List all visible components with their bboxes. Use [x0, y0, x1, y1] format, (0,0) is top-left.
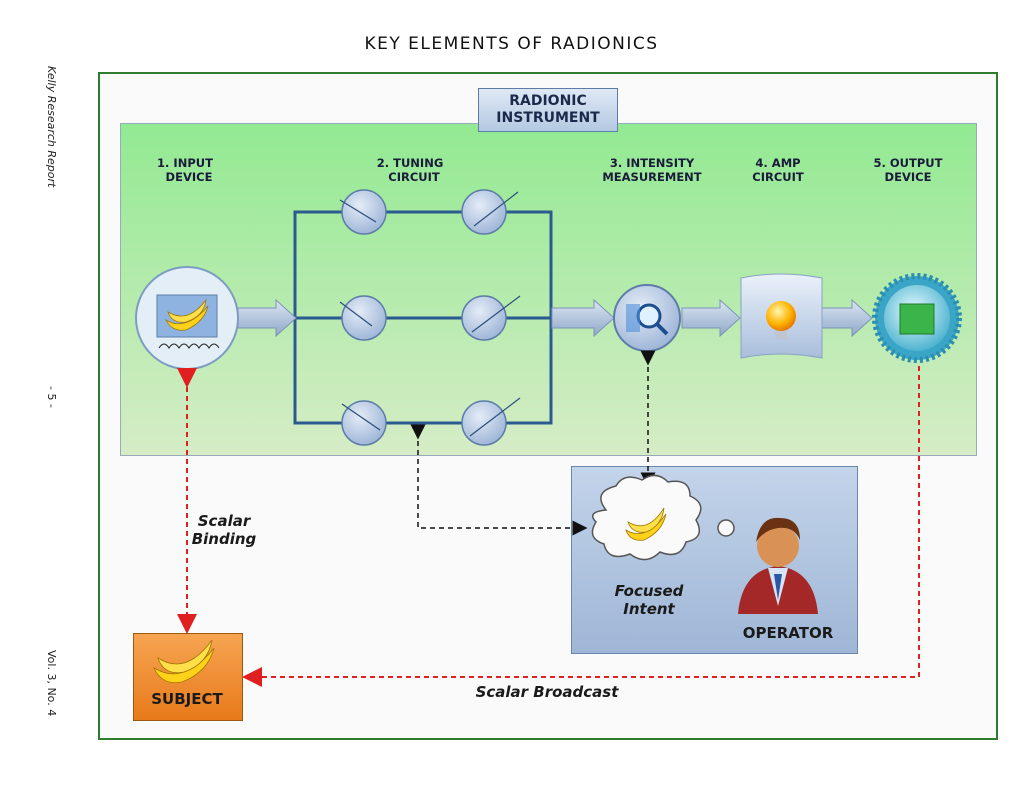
- tuning-dial: [339, 295, 387, 341]
- subject-label: SUBJECT: [151, 690, 223, 708]
- scalar-broadcast-label: Scalar Broadcast: [475, 683, 619, 701]
- step-output-device: 5. OUTPUT DEVICE: [873, 156, 943, 184]
- magnifier-icon: [613, 284, 681, 352]
- tuning-dials: [339, 189, 521, 446]
- flow-arrow: [681, 298, 741, 338]
- banana-icon: [165, 298, 209, 331]
- thought-cloud-icon: [591, 474, 735, 561]
- banana-icon: [625, 507, 667, 541]
- step-input-device: 1. INPUT DEVICE: [157, 156, 213, 184]
- operator-person-icon: [738, 517, 818, 614]
- tuning-circuit-wiring: [293, 210, 553, 425]
- flow-arrow: [821, 298, 873, 338]
- step-amp-circuit: 4. AMP CIRCUIT: [752, 156, 804, 184]
- scalar-broadcast-link: [242, 366, 920, 687]
- green-flag-seal-icon: [872, 273, 962, 363]
- tuning-dial: [461, 295, 521, 341]
- intent-to-tuning-link: [410, 424, 588, 536]
- instrument-title: RADIONIC INSTRUMENT: [478, 88, 618, 132]
- step-tuning-circuit: 2. TUNING CIRCUIT: [376, 156, 444, 184]
- page-title: KEY ELEMENTS OF RADIONICS: [364, 34, 659, 54]
- tuning-dial: [341, 400, 387, 446]
- glowing-bulb-icon: [740, 273, 823, 359]
- input-device: [135, 266, 239, 370]
- tuning-dial: [461, 189, 519, 235]
- banana-icon: [153, 639, 215, 684]
- operator-label: OPERATOR: [742, 624, 834, 642]
- focused-intent-label: Focused Intent: [614, 582, 684, 618]
- flow-arrow: [551, 298, 615, 338]
- flow-arrow: [237, 298, 297, 338]
- tuning-dial: [339, 189, 387, 235]
- step-intensity-measurement: 3. INTENSITY MEASUREMENT: [602, 156, 702, 184]
- radionic-instrument-panel: [120, 123, 977, 456]
- scalar-binding-label: Scalar Binding: [191, 512, 257, 548]
